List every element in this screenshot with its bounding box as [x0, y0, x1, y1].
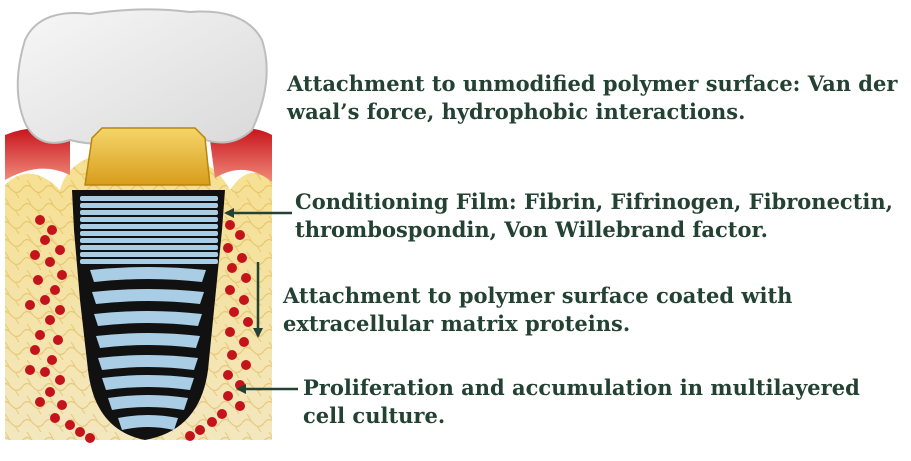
cell [30, 345, 40, 355]
thread-fine [80, 210, 218, 215]
cell [85, 433, 95, 443]
cell [227, 350, 237, 360]
label-line: Attachment to unmodified polymer surface… [287, 71, 898, 96]
thread-fine [80, 217, 218, 222]
cell [225, 220, 235, 230]
cell [25, 300, 35, 310]
thread-wide [102, 375, 194, 390]
cell [185, 431, 195, 441]
thread-wide [94, 311, 202, 326]
cell [50, 285, 60, 295]
label-proliferation: Proliferation and accumulation in multil… [303, 374, 860, 430]
cell [225, 327, 235, 337]
thread-fine [80, 238, 218, 243]
label-line: extracellular matrix proteins. [283, 311, 631, 336]
cell [241, 360, 251, 370]
tooth-crown [16, 8, 268, 145]
bacterial-cells [25, 215, 253, 443]
cell [237, 253, 247, 263]
cell [207, 417, 217, 427]
cell [195, 425, 205, 435]
label-coated-surface: Attachment to polymer surface coated wit… [283, 282, 792, 338]
cell [47, 355, 57, 365]
thread-wide [98, 355, 198, 370]
cell [45, 257, 55, 267]
cell [40, 367, 50, 377]
thread-wide [92, 289, 204, 304]
thread-fine [80, 203, 218, 208]
cell [243, 317, 253, 327]
cell [45, 387, 55, 397]
thread-fine [80, 252, 218, 257]
cell [35, 397, 45, 407]
thread-fine [80, 259, 218, 264]
label-line: Attachment to polymer surface coated wit… [283, 283, 793, 308]
cell [229, 307, 239, 317]
cell [25, 365, 35, 375]
cell [57, 400, 67, 410]
thread-fine [80, 224, 218, 229]
cell [40, 235, 50, 245]
cell [35, 215, 45, 225]
label-line: thrombospondin, Von Willebrand factor. [295, 217, 768, 242]
label-line: Proliferation and accumulation in multil… [303, 375, 860, 400]
implant-abutment [84, 127, 211, 186]
cell [235, 230, 245, 240]
thread-fine [80, 196, 218, 201]
cell [239, 337, 249, 347]
thread-wide [118, 415, 178, 430]
cell [235, 401, 245, 411]
thread-fine [80, 245, 218, 250]
cell [53, 335, 63, 345]
implant-threads [80, 196, 218, 430]
cell [57, 270, 67, 280]
cell [33, 275, 43, 285]
cell [50, 413, 60, 423]
cell [55, 375, 65, 385]
cell [45, 315, 55, 325]
cell [75, 427, 85, 437]
cell [227, 263, 237, 273]
label-conditioning-film: Conditioning Film: Fibrin, Fifrinogen, F… [295, 188, 893, 244]
thread-wide [90, 267, 206, 282]
cell [241, 273, 251, 283]
cell [40, 295, 50, 305]
label-line: cell culture. [303, 403, 446, 428]
cell [239, 295, 249, 305]
cell [55, 305, 65, 315]
thread-fine [80, 231, 218, 236]
cell [35, 330, 45, 340]
cell [217, 409, 227, 419]
label-line: Conditioning Film: Fibrin, Fifrinogen, F… [295, 189, 893, 214]
thread-wide [108, 395, 188, 410]
cell [30, 250, 40, 260]
cell [223, 370, 233, 380]
label-unmodified-surface: Attachment to unmodified polymer surface… [287, 70, 897, 126]
cell [55, 245, 65, 255]
cell [223, 391, 233, 401]
cell [223, 243, 233, 253]
thread-wide [96, 333, 200, 348]
cell [47, 225, 57, 235]
cell [65, 420, 75, 430]
cell [225, 285, 235, 295]
label-line: waal’s force, hydrophobic interactions. [287, 99, 746, 124]
